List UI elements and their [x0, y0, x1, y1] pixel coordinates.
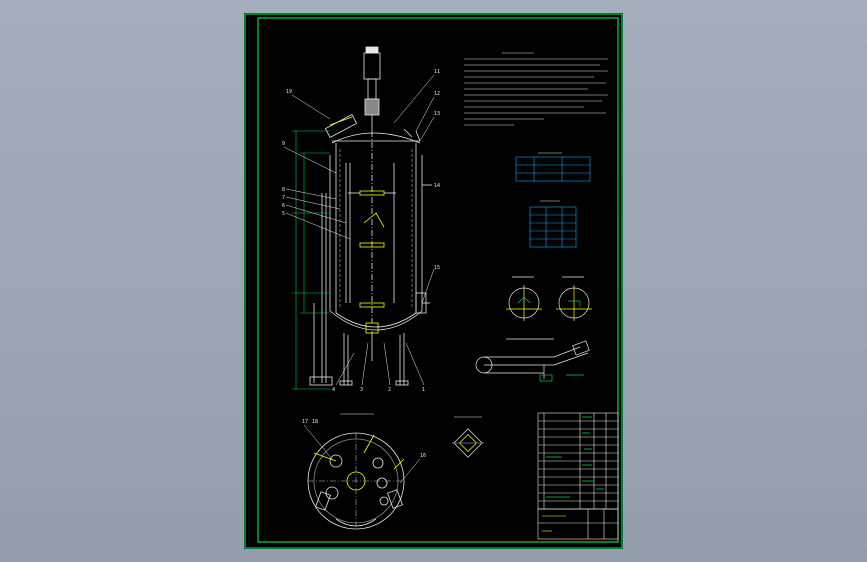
- balloon-4: 4: [332, 387, 335, 393]
- title-block: [537, 508, 619, 540]
- balloon-19: 19: [286, 89, 292, 95]
- outer-frame: [244, 13, 623, 549]
- support-leg-icon: [339, 333, 409, 386]
- vessel-elevation: [309, 46, 432, 386]
- balloon-11: 11: [434, 69, 440, 75]
- balloon-8: 8: [282, 187, 285, 193]
- balloon-7: 7: [282, 195, 285, 201]
- balloon-18: 18: [312, 419, 318, 425]
- section-views: [506, 276, 592, 321]
- top-view: [307, 432, 405, 530]
- parts-list: [537, 412, 619, 510]
- leader-lines: [283, 74, 435, 484]
- technical-notes: [464, 52, 608, 126]
- agitator-motor-icon: [363, 46, 381, 131]
- balloon-9: 9: [282, 141, 285, 147]
- spec-table-2: [529, 200, 577, 248]
- parts-list-entries: [546, 416, 604, 498]
- engineering-drawing: 19 11 12 13 9 8 7 6 5 15 4 3 2 1 17 18 1…: [244, 13, 623, 549]
- balloon-6: 6: [282, 203, 285, 209]
- balloon-5: 5: [282, 211, 285, 217]
- spec-table-1: [515, 152, 591, 182]
- balloon-3: 3: [360, 387, 363, 393]
- coil-detail: [475, 338, 590, 382]
- inner-frame: [257, 17, 619, 543]
- balloon-16: 16: [420, 453, 426, 459]
- balloon-13: 13: [434, 111, 440, 117]
- balloon-12: 12: [434, 91, 440, 97]
- balloon-1: 1: [422, 387, 425, 393]
- left-dimensions: [292, 130, 330, 390]
- sight-glass-icon: [452, 428, 484, 458]
- balloon-2: 2: [388, 387, 391, 393]
- balloon-14: 14: [434, 183, 440, 189]
- balloon-17: 17: [302, 419, 308, 425]
- balloon-15: 15: [434, 265, 440, 271]
- drawing-sheet: 19 11 12 13 9 8 7 6 5 15 4 3 2 1 17 18 1…: [244, 13, 623, 549]
- manhole-icon: [324, 114, 358, 138]
